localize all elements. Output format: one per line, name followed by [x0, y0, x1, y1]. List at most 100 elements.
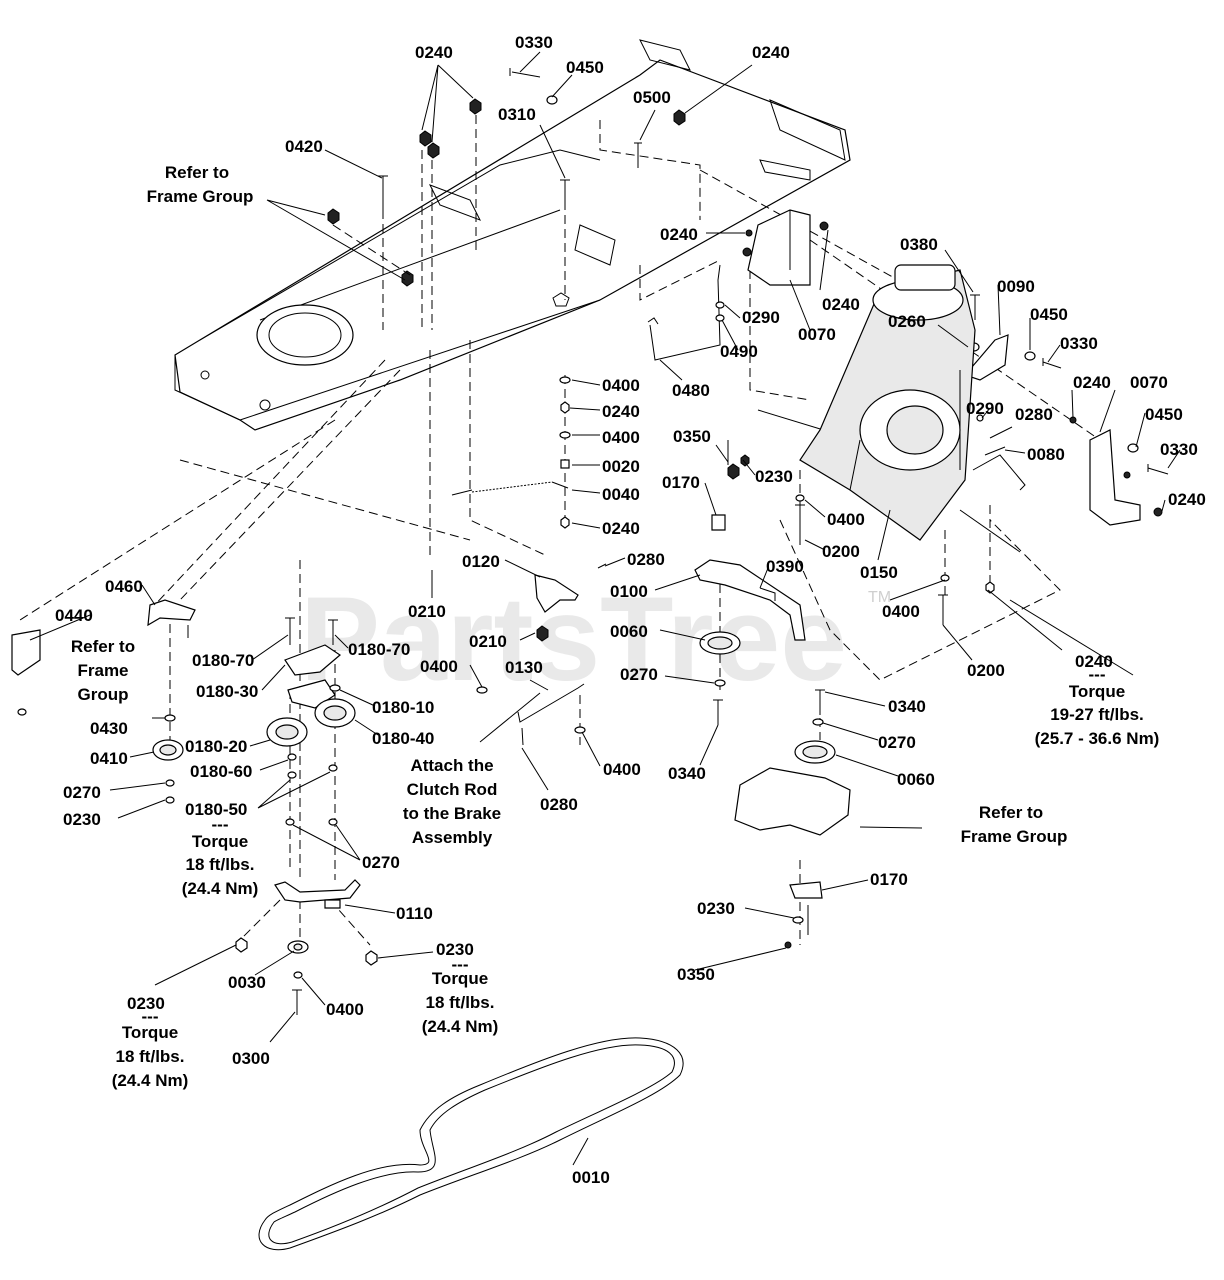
note-attach-clutch-line2: Clutch Rod — [407, 780, 498, 799]
callout-0400: 0400 — [326, 1000, 364, 1019]
note-torque-0230-left-line1: --- — [142, 1007, 159, 1026]
callout-0390: 0390 — [766, 557, 804, 576]
callout-0230: 0230 — [127, 994, 165, 1013]
note-torque-0230-mid-line3: 18 ft/lbs. — [426, 993, 495, 1012]
rod-0080 — [972, 414, 1026, 491]
belt-0010 — [258, 1037, 684, 1251]
note-torque-0230-left-line4: (24.4 Nm) — [112, 1071, 189, 1090]
callout-0240: 0240 — [1168, 490, 1206, 509]
note-attach-clutch-line3: to the Brake — [403, 804, 501, 823]
note-torque-0240-line4: (25.7 - 36.6 Nm) — [1035, 729, 1160, 748]
callout-0230: 0230 — [63, 810, 101, 829]
callout-0230: 0230 — [436, 940, 474, 959]
callout-0400: 0400 — [602, 376, 640, 395]
callout-0350: 0350 — [673, 427, 711, 446]
note-attach-clutch-line4: Assembly — [412, 828, 493, 847]
note-torque-0180-50-line1: --- — [212, 815, 229, 834]
callout-0180-30: 0180-30 — [196, 682, 258, 701]
callout-0230: 0230 — [755, 467, 793, 486]
callout-0290: 0290 — [966, 399, 1004, 418]
callout-0180-70: 0180-70 — [192, 651, 254, 670]
callout-0030: 0030 — [228, 973, 266, 992]
callout-0240: 0240 — [822, 295, 860, 314]
callout-0270: 0270 — [63, 783, 101, 802]
note-torque-0180-50-line2: Torque — [192, 832, 248, 851]
callout-0230: 0230 — [697, 899, 735, 918]
callout-0330: 0330 — [1060, 334, 1098, 353]
callout-0130: 0130 — [505, 658, 543, 677]
callout-0280: 0280 — [627, 550, 665, 569]
bolts-0200 — [795, 494, 995, 625]
bracket-0110 — [274, 879, 361, 909]
callout-0350: 0350 — [677, 965, 715, 984]
callout-0240: 0240 — [1073, 373, 1111, 392]
pulley-0060-upper — [699, 631, 741, 725]
note-torque-0230-mid-line2: Torque — [432, 969, 488, 988]
callout-0280: 0280 — [540, 795, 578, 814]
note-torque-0240-line2: Torque — [1069, 682, 1125, 701]
callout-0180-70: 0180-70 — [348, 640, 410, 659]
callout-0240: 0240 — [660, 225, 698, 244]
callout-0010: 0010 — [572, 1168, 610, 1187]
note-torque-0230-left-line3: 18 ft/lbs. — [116, 1047, 185, 1066]
callout-0410: 0410 — [90, 749, 128, 768]
note-refer-frame-2-line3: Group — [78, 685, 129, 704]
callout-0070: 0070 — [1130, 373, 1168, 392]
callout-0180-10: 0180-10 — [372, 698, 434, 717]
note-refer-frame-3-line2: Frame Group — [961, 827, 1068, 846]
note-torque-0230-left-line2: Torque — [122, 1023, 178, 1042]
callout-0450: 0450 — [566, 58, 604, 77]
note-refer-frame-1-line2: Frame Group — [147, 187, 254, 206]
callout-0080: 0080 — [1027, 445, 1065, 464]
callout-0150: 0150 — [860, 563, 898, 582]
note-refer-frame-3-line1: Refer to — [979, 803, 1043, 822]
note-torque-0180-50-line4: (24.4 Nm) — [182, 879, 259, 898]
rod-0480 — [647, 264, 725, 361]
bracket-0070-center — [742, 209, 829, 286]
callout-0040: 0040 — [602, 485, 640, 504]
watermark-tm: TM — [868, 589, 891, 606]
callout-0340: 0340 — [668, 764, 706, 783]
callout-0020: 0020 — [602, 457, 640, 476]
callout-0060: 0060 — [610, 622, 648, 641]
callout-0200: 0200 — [967, 661, 1005, 680]
callout-0070: 0070 — [798, 325, 836, 344]
callout-0270: 0270 — [878, 733, 916, 752]
callouts: 0240 0330 0450 0240 0500 0310 0420 0240 … — [55, 33, 1206, 1187]
callout-0180-50: 0180-50 — [185, 800, 247, 819]
callout-0280: 0280 — [1015, 405, 1053, 424]
notes: Refer to Frame Group Refer to Frame Grou… — [71, 163, 1159, 1090]
clutch-rod-0130 — [476, 683, 586, 746]
callout-0330: 0330 — [515, 33, 553, 52]
note-torque-0240-line3: 19-27 ft/lbs. — [1050, 705, 1144, 724]
callout-0480: 0480 — [672, 381, 710, 400]
note-refer-frame-1-line1: Refer to — [165, 163, 229, 182]
callout-0450: 0450 — [1145, 405, 1183, 424]
callout-0270: 0270 — [362, 853, 400, 872]
note-refer-frame-2-line1: Refer to — [71, 637, 135, 656]
note-torque-0180-50-line3: 18 ft/lbs. — [186, 855, 255, 874]
callout-0260: 0260 — [888, 312, 926, 331]
callout-0500: 0500 — [633, 88, 671, 107]
callout-0460: 0460 — [105, 577, 143, 596]
left-brackets — [11, 599, 196, 804]
note-torque-0230-mid-line4: (24.4 Nm) — [422, 1017, 499, 1036]
callout-0290: 0290 — [742, 308, 780, 327]
frame-fasteners — [327, 68, 686, 287]
callout-0490: 0490 — [720, 342, 758, 361]
callout-0100: 0100 — [610, 582, 648, 601]
callout-0300: 0300 — [232, 1049, 270, 1068]
callout-0170: 0170 — [662, 473, 700, 492]
callout-0400: 0400 — [827, 510, 865, 529]
callout-0240: 0240 — [602, 402, 640, 421]
callout-0180-60: 0180-60 — [190, 762, 252, 781]
note-torque-0240-line1: --- — [1089, 665, 1106, 684]
callout-0200: 0200 — [822, 542, 860, 561]
callout-0450: 0450 — [1030, 305, 1068, 324]
idler-assembly-0180 — [266, 617, 356, 826]
callout-0180-20: 0180-20 — [185, 737, 247, 756]
callout-0240: 0240 — [602, 519, 640, 538]
callout-0420: 0420 — [285, 137, 323, 156]
callout-0170: 0170 — [870, 870, 908, 889]
